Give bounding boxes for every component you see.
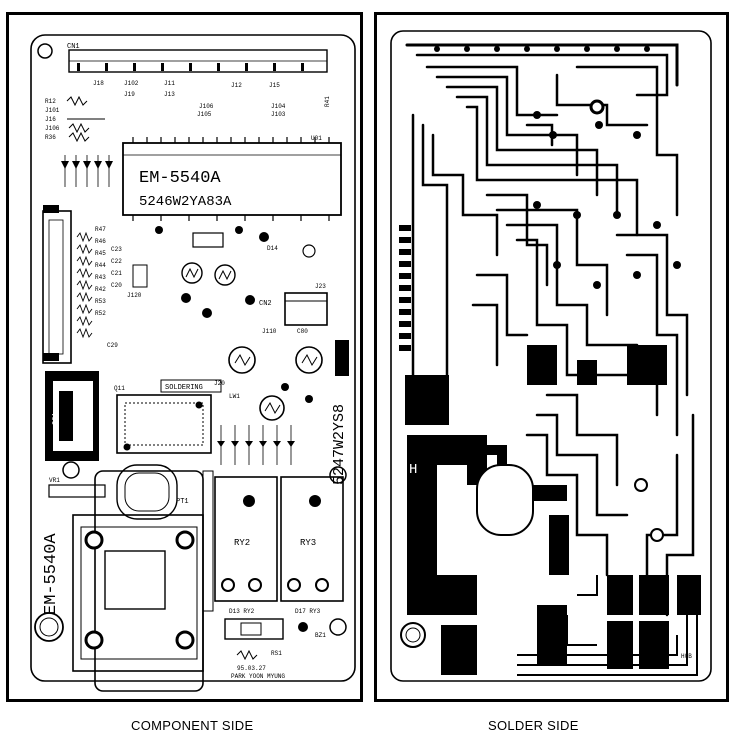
label-d14: D14: [267, 245, 278, 252]
label-r53: R53: [95, 298, 106, 305]
label-q11: Q11: [114, 385, 125, 392]
relay-box: [116, 394, 212, 454]
ic-model-label: EM-5540A: [139, 169, 221, 188]
buzzer: [224, 618, 284, 640]
left-pad-column: [399, 225, 411, 351]
pad-grid: [434, 46, 681, 289]
label-j103: J103: [271, 111, 286, 118]
label-j11: J11: [164, 80, 175, 87]
bridge-rectifier: [295, 346, 323, 374]
ic-pins-bottom: [132, 215, 330, 221]
ic-pins-top: [132, 137, 330, 143]
label-r45: R45: [95, 250, 106, 257]
ic-part-number: 5246W2YA83A: [139, 194, 232, 210]
label-j23: J23: [315, 283, 326, 290]
label-j120: J120: [127, 292, 142, 299]
bridge-rectifier: [228, 346, 256, 374]
solder-side-caption: SOLDER SIDE: [488, 718, 579, 733]
label-j16: J16: [45, 116, 56, 123]
label-r46: R46: [95, 238, 106, 245]
bridge-rectifier: [259, 395, 285, 421]
variable-resistor: [48, 484, 106, 498]
connector-pins: [77, 63, 304, 71]
label-r44: R44: [95, 262, 106, 269]
label-j15: J15: [269, 82, 280, 89]
label-bz1: BZ1: [315, 632, 326, 639]
mount-hole-large: [34, 612, 64, 642]
label-vr1: VR1: [49, 477, 60, 484]
label-r52: R52: [95, 310, 106, 317]
oval-cutout: [476, 464, 534, 536]
label-j105: J105: [197, 111, 212, 118]
label-q01: Q01: [52, 412, 60, 425]
label-c29: C29: [107, 342, 118, 349]
label-ry3: RY3: [300, 538, 316, 548]
solder-side-drawing: H H0B: [390, 30, 712, 682]
label-cn-top: CN1: [67, 43, 80, 51]
mount-hole: [62, 461, 80, 479]
component-side-board: CN1 J18 J102 J11 J19 J13 J12 J15 J106 J1…: [6, 12, 363, 702]
mount-hole: [37, 43, 53, 59]
label-c21: C21: [111, 270, 122, 277]
soldering-tag: [160, 379, 222, 393]
component-side-drawing: CN1 J18 J102 J11 J19 J13 J12 J15 J106 J1…: [30, 34, 356, 692]
label-c80: C80: [297, 328, 308, 335]
designer-name: PARK YOON MYUNG: [231, 673, 285, 680]
label-j12: J12: [231, 82, 242, 89]
transistor: [181, 262, 203, 284]
resistor-ladder: [76, 231, 93, 339]
label-u01: U01: [311, 135, 322, 142]
label-r12: R12: [45, 98, 56, 105]
solder-mount-hole: [400, 622, 426, 648]
label-r41: R41: [324, 96, 331, 107]
mount-hole: [329, 618, 347, 636]
label-r47: R47: [95, 226, 106, 233]
label-pt1: PT1: [176, 498, 189, 506]
label-r42: R42: [95, 286, 106, 293]
label-j106: J106: [199, 103, 214, 110]
vertical-part-number: 5247W2YS8: [331, 404, 348, 485]
vertical-model-label: EM-5540A: [42, 533, 61, 615]
mount-hole: [329, 466, 347, 484]
label-cn2: CN2: [259, 300, 272, 308]
label-c20: C20: [111, 282, 122, 289]
label-j20: J20: [214, 380, 225, 387]
soldering-text: SOLDERING: [165, 384, 203, 392]
label-r36: R36: [45, 134, 56, 141]
diode-row: [217, 441, 295, 447]
via-hole: [589, 99, 605, 115]
label-j104: J104: [271, 103, 286, 110]
label-j19: J19: [124, 91, 135, 98]
relay-ry2: [214, 476, 278, 602]
resistor-zigzags: [66, 95, 90, 143]
label-c22: C22: [111, 258, 122, 265]
label-d13: D13 RY2: [229, 608, 255, 615]
label-j18: J18: [93, 80, 104, 87]
component-side-caption: COMPONENT SIDE: [131, 718, 254, 733]
label-rs1: RS1: [271, 650, 282, 657]
label-ry2: RY2: [234, 538, 250, 548]
label-c23: C23: [111, 246, 122, 253]
label-j101: J101: [45, 107, 60, 114]
board-outline: [30, 34, 356, 682]
label-j102: J102: [124, 80, 139, 87]
label-j13: J13: [164, 91, 175, 98]
relay-ry3: [280, 476, 344, 602]
bottom-traces: [517, 575, 698, 676]
transistor: [214, 264, 236, 286]
design-date: 95.03.27: [237, 665, 266, 672]
solder-tag: H0B: [681, 653, 692, 660]
label-lw1: LW1: [229, 393, 240, 400]
solder-mark-h: H: [409, 462, 417, 478]
connector-cn2: [284, 292, 328, 326]
label-r43: R43: [95, 274, 106, 281]
label-d17: D17 RY3: [295, 608, 321, 615]
solder-board-outline: [390, 30, 712, 682]
label-j106b: J106: [45, 125, 60, 132]
solder-side-board: H H0B: [374, 12, 729, 702]
label-j110: J110: [262, 328, 277, 335]
